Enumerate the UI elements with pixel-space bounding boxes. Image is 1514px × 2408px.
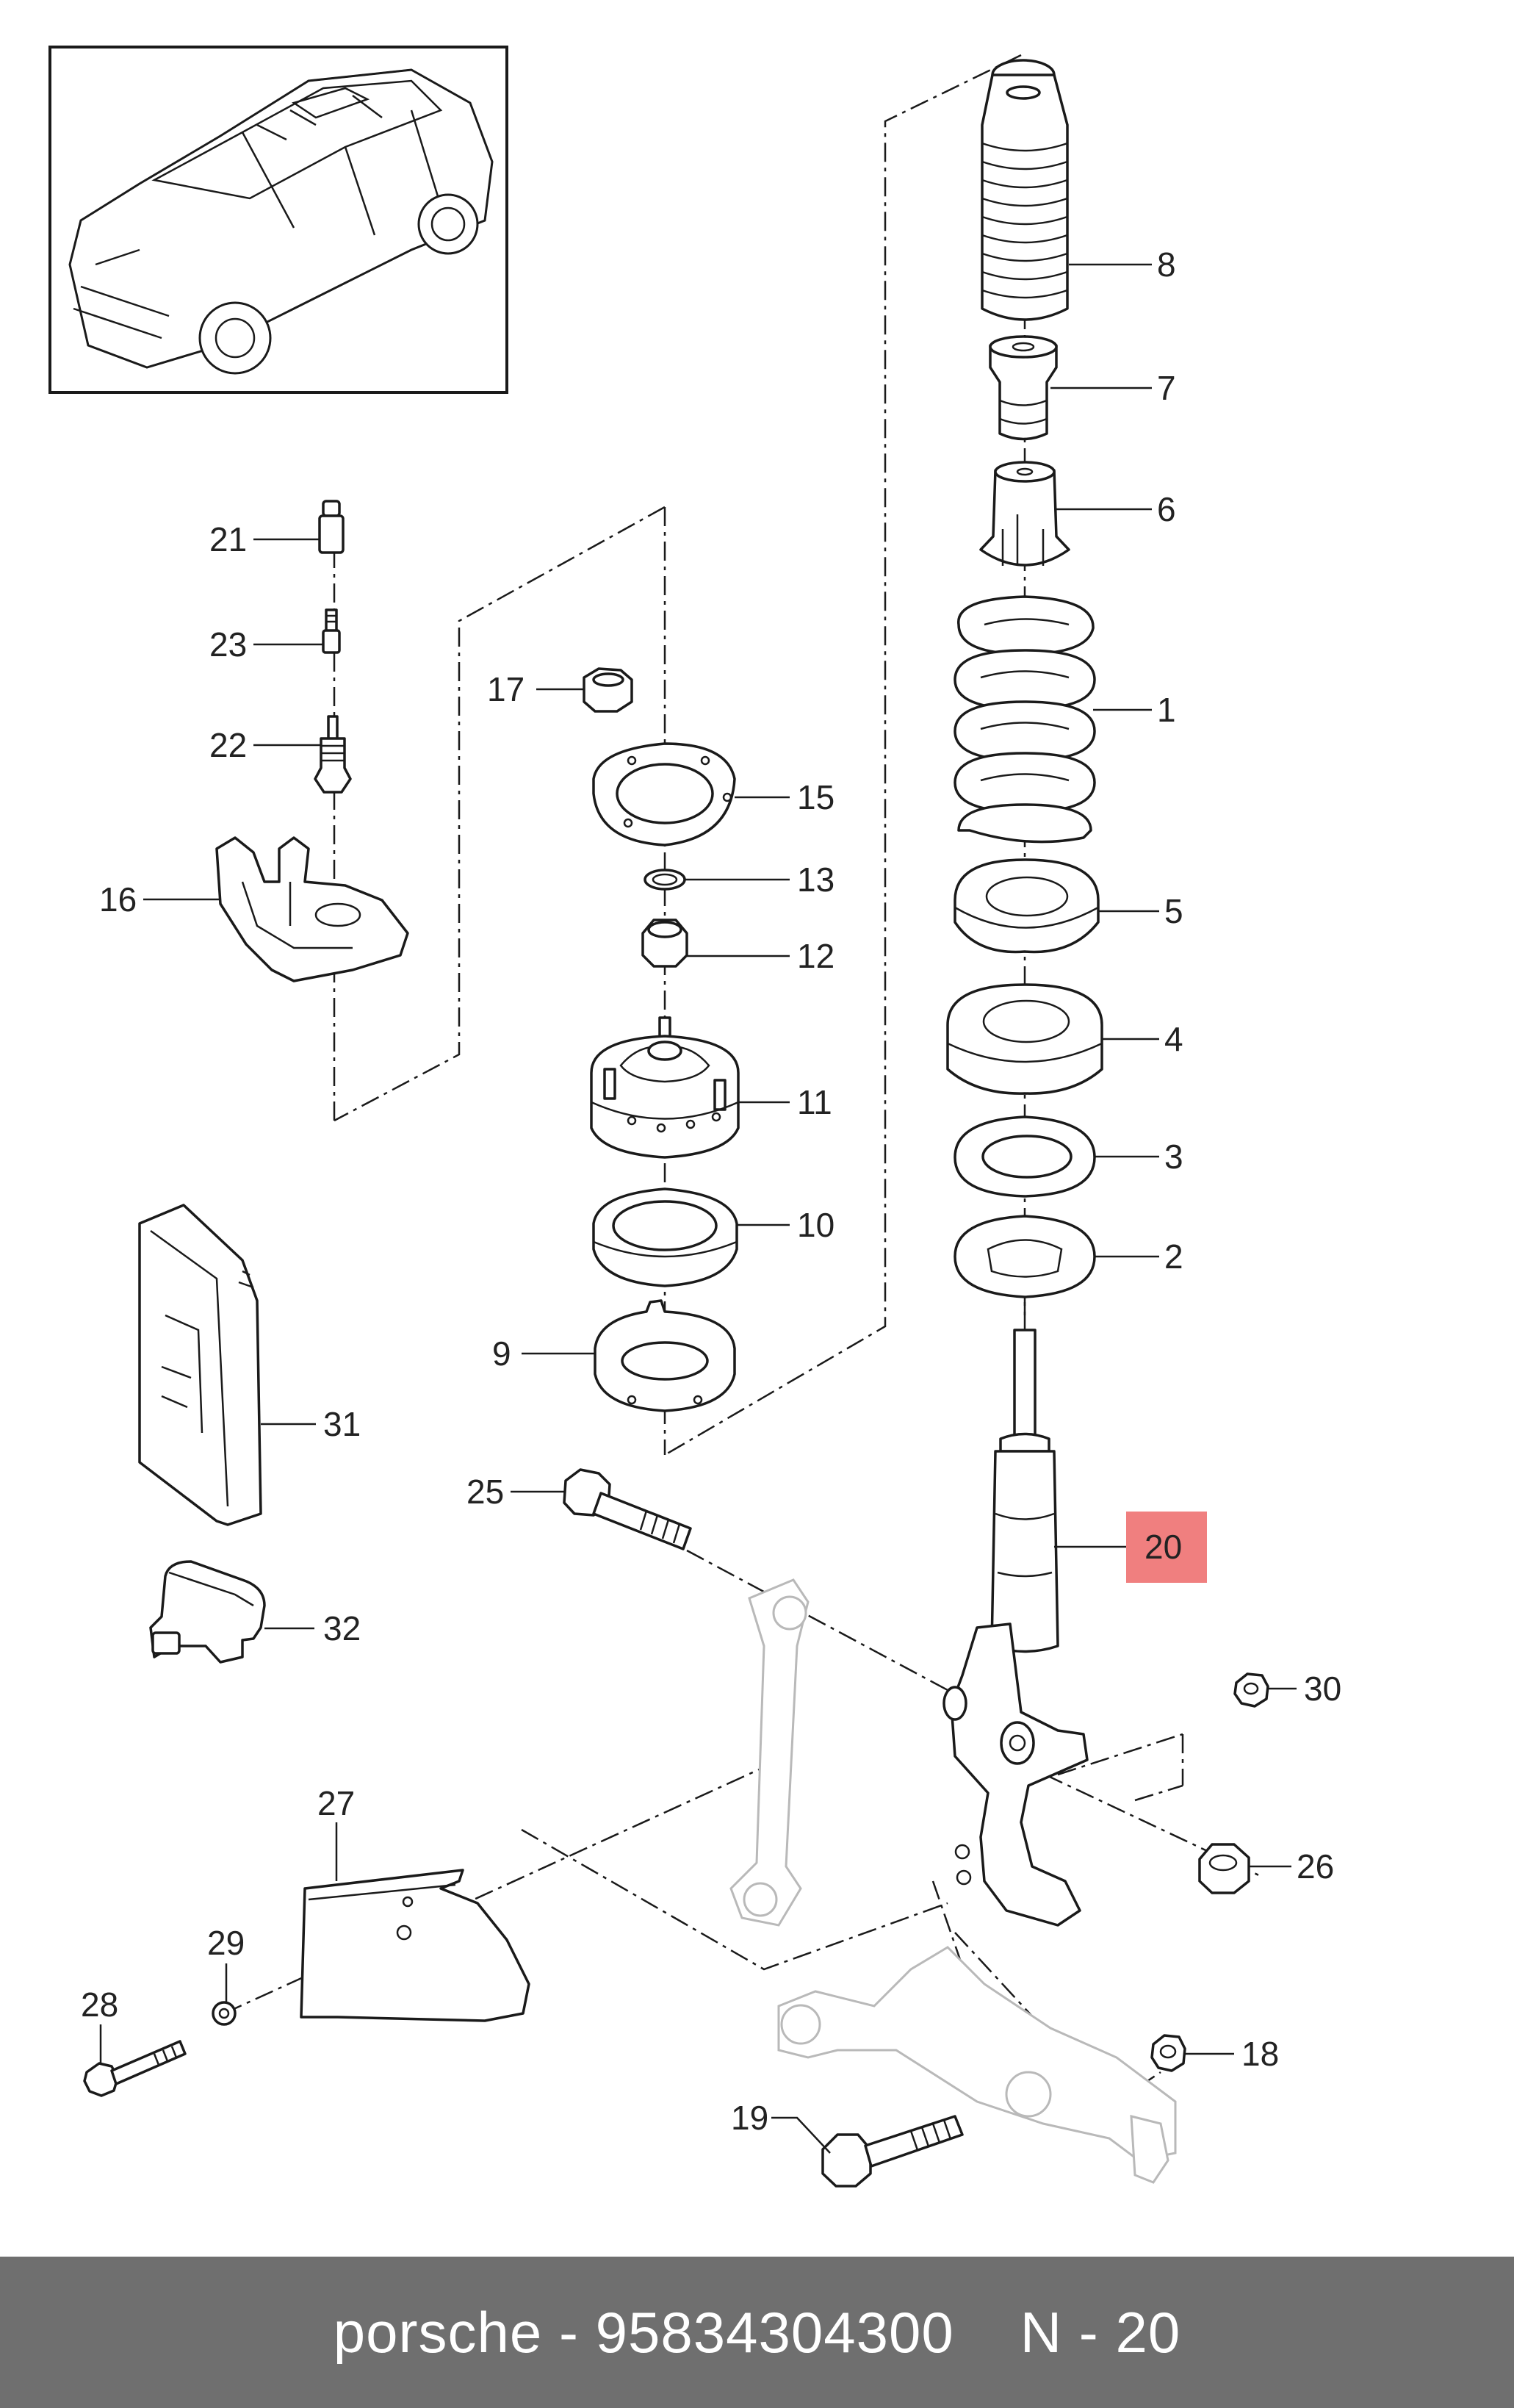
reference-prefix: N -	[1020, 2299, 1116, 2365]
highlight-box	[1126, 1512, 1207, 1583]
callout-32: 32	[323, 1609, 361, 1647]
callout-8: 8	[1157, 245, 1176, 284]
part-13-washer	[644, 869, 686, 891]
suspension-exploded-diagram: 8 7 6 1 5 4 3 2 20 30 26 18 19 15 13 12 …	[48, 46, 1341, 2188]
part-25-bolt	[563, 1468, 692, 1550]
part-7-bump-stop	[989, 335, 1058, 441]
vehicle-inset	[48, 46, 508, 394]
callout-7: 7	[1157, 369, 1176, 407]
control-arms-reference	[729, 1578, 1177, 2184]
leader-lines	[99, 263, 1297, 2154]
callout-13: 13	[797, 860, 834, 899]
part-15-plate	[592, 742, 736, 847]
callout-30: 30	[1304, 1670, 1341, 1708]
part-30-nut	[1233, 1672, 1269, 1708]
part-3-gasket	[954, 1115, 1096, 1198]
part-27-heat-shield	[300, 1869, 530, 2022]
part-16-bracket	[215, 836, 409, 982]
callout-22: 22	[209, 726, 247, 764]
brand-separator: -	[542, 2299, 596, 2365]
part-4-spring-pad-lower	[946, 983, 1103, 1095]
part-number: 95834304300	[595, 2299, 954, 2365]
callout-25: 25	[466, 1473, 504, 1511]
callout-23: 23	[209, 625, 247, 664]
part-9-spring-seat-top	[594, 1299, 736, 1412]
part-19-bolt	[821, 2115, 964, 2188]
callout-27: 27	[317, 1784, 355, 1822]
part-32-sensor	[149, 1560, 266, 1664]
part-10-bearing	[592, 1187, 738, 1287]
callout-10: 10	[797, 1206, 834, 1244]
callout-3: 3	[1164, 1137, 1183, 1176]
part-31-control-unit	[138, 1204, 262, 1526]
callout-1: 1	[1157, 691, 1176, 729]
callout-15: 15	[797, 778, 834, 816]
part-29-washer	[212, 2001, 237, 2026]
callout-5: 5	[1164, 892, 1183, 930]
part-20-shock-absorber	[942, 1329, 1089, 1927]
callout-17: 17	[487, 670, 525, 708]
part-number-banner: porsche - 95834304300 N - 20	[0, 2257, 1514, 2408]
part-11-top-mount	[590, 1016, 740, 1159]
part-8-dust-boot	[981, 59, 1069, 321]
callout-16: 16	[99, 880, 137, 919]
part-1-coil-spring	[954, 595, 1096, 844]
vehicle-illustration	[68, 68, 494, 375]
callout-31: 31	[323, 1405, 361, 1443]
callout-12: 12	[797, 937, 834, 975]
callout-4: 4	[1164, 1020, 1183, 1058]
callout-6: 6	[1157, 490, 1176, 528]
callout-2: 2	[1164, 1237, 1183, 1276]
part-21-bleed-valve	[318, 500, 345, 554]
part-2-spring-seat	[954, 1215, 1096, 1315]
callout-19: 19	[731, 2099, 768, 2137]
callout-26: 26	[1297, 1847, 1334, 1886]
part-26-nut	[1198, 1843, 1250, 1894]
reference-number: 20	[1115, 2299, 1181, 2365]
part-12-nut	[641, 919, 688, 968]
callout-18: 18	[1241, 2035, 1279, 2073]
brand-name: porsche	[333, 2299, 543, 2365]
part-18-nut	[1150, 2034, 1186, 2072]
callout-11: 11	[797, 1083, 832, 1121]
callout-28: 28	[81, 1985, 118, 2024]
part-28-bolt	[83, 2040, 187, 2097]
callout-9: 9	[492, 1334, 511, 1373]
part-5-spring-pad-upper	[954, 858, 1100, 954]
part-17-nut	[583, 667, 633, 713]
part-6-support-cup	[979, 461, 1070, 567]
callout-29: 29	[207, 1924, 245, 1962]
part-23-stud	[322, 608, 341, 654]
callout-21: 21	[209, 520, 247, 558]
part-22-bolt	[314, 715, 352, 794]
callout-labels: 8 7 6 1 5 4 3 2 20 30 26 18 19 15 13 12 …	[81, 245, 1341, 2137]
callout-20: 20	[1144, 1528, 1182, 1566]
